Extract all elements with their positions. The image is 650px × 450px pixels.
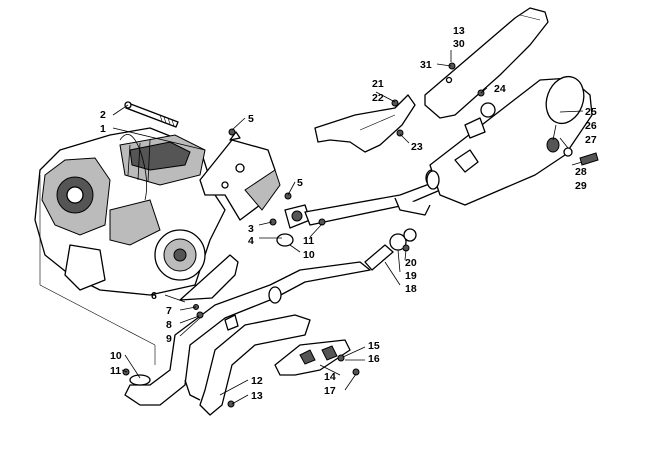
callout-13: 13: [251, 390, 263, 402]
callout-30: 30: [453, 38, 465, 50]
callout-13: 13: [453, 25, 465, 37]
callout-25: 25: [585, 106, 597, 118]
callout-22: 22: [372, 92, 384, 104]
engine-frame-line: [39, 175, 156, 365]
engine-assembly: [34, 127, 226, 296]
exhaust-mount-bracket: [199, 131, 281, 221]
leader-lines: [112, 50, 584, 405]
callout-10: 10: [110, 350, 122, 362]
muffler-heat-shield: [424, 7, 549, 119]
callout-7: 7: [166, 305, 172, 317]
callout-20: 20: [405, 257, 417, 269]
callout-18: 18: [405, 283, 417, 295]
callout-4: 4: [248, 235, 254, 247]
callouts: 2 1 5 5 3 4 11 10 6 7 8 9 10 11 12 13 14…: [100, 25, 597, 402]
callout-3: 3: [248, 223, 254, 235]
callout-8: 8: [166, 319, 172, 331]
callout-11: 11: [303, 235, 314, 247]
engine-side-bracket: [179, 254, 239, 310]
callout-5: 5: [297, 177, 303, 189]
callout-29: 29: [575, 180, 587, 192]
callout-12: 12: [251, 375, 263, 387]
callout-11: 11: [110, 365, 121, 377]
header-pipe: [304, 169, 446, 226]
header-heat-shield: [314, 94, 416, 153]
callout-28: 28: [575, 166, 587, 178]
callout-14: 14: [324, 371, 336, 383]
callout-27: 27: [585, 134, 597, 146]
muffler-mount-hardware: [546, 137, 599, 166]
callout-2: 2: [100, 109, 106, 121]
callout-10: 10: [303, 249, 315, 261]
callout-17: 17: [324, 385, 336, 397]
callout-19: 19: [405, 270, 417, 282]
callout-23: 23: [411, 141, 423, 153]
engine-mount-bolt: [124, 101, 179, 128]
callout-16: 16: [368, 353, 380, 365]
callout-9: 9: [166, 333, 172, 345]
callout-31: 31: [420, 59, 432, 71]
callout-15: 15: [368, 340, 380, 352]
callout-5: 5: [248, 113, 254, 125]
connector-pipe-clamp: [364, 228, 417, 271]
rear-exhaust-pipe: [124, 261, 371, 416]
callout-21: 21: [372, 78, 384, 90]
callout-1: 1: [100, 123, 106, 135]
callout-26: 26: [585, 120, 597, 132]
callout-6: 6: [151, 290, 157, 302]
callout-24: 24: [494, 83, 506, 95]
pipe-heat-shield: [274, 339, 351, 376]
